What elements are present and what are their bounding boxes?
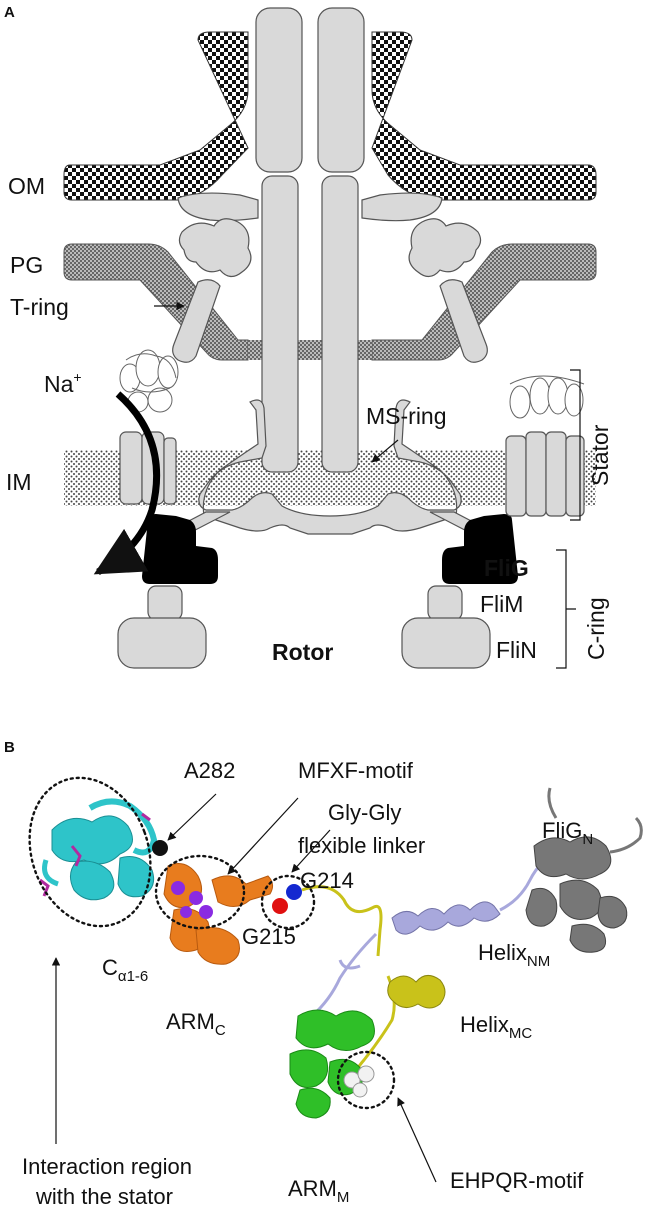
flig-label: FliG: [484, 555, 529, 581]
flig-block: [142, 514, 518, 584]
panel-b-pointers: [51, 793, 437, 1183]
flign-label: FliGN: [542, 818, 593, 848]
helix-mc-label: HelixMC: [460, 1012, 532, 1042]
outer-membrane-right: [371, 31, 597, 201]
helix-nm-label: HelixNM: [478, 940, 550, 970]
armc-label: ARMC: [166, 1009, 226, 1039]
ms-ring: [198, 399, 462, 535]
l-ring: [177, 192, 443, 222]
c-ring-label: C-ring: [583, 597, 609, 660]
armc-domain-cartoon: [163, 863, 274, 965]
helix-nm-cartoon: [391, 901, 501, 935]
panel-a-letter: A: [4, 4, 15, 21]
interaction-region-label: Interaction region: [22, 1154, 192, 1179]
flexible-linker-label: flexible linker: [298, 833, 425, 858]
armm-label: ARMM: [288, 1176, 349, 1206]
stator-label: Stator: [587, 424, 613, 486]
peptidoglycan-right: [371, 243, 597, 361]
gly-gly-label: Gly-Gly: [328, 800, 401, 825]
rod: [255, 7, 365, 473]
t-ring-label: T-ring: [10, 294, 69, 320]
ehpqr-motif-label: EHPQR-motif: [450, 1168, 584, 1193]
g215-residue: [272, 898, 288, 914]
flign-domain-cartoon: [525, 836, 628, 953]
ms-ring-pointer: [371, 439, 399, 463]
ion-label: Na+: [44, 369, 82, 397]
rotor-label: Rotor: [272, 639, 333, 665]
outer-membrane-left: [63, 31, 249, 201]
im-label: IM: [6, 469, 32, 495]
stator-right: [505, 375, 585, 517]
helix-nm-loops: [311, 932, 378, 1018]
with-the-stator-label: with the stator: [35, 1184, 173, 1209]
ion-flow-arrow: [93, 391, 161, 576]
ehpqr-motif-residues: [343, 1065, 375, 1098]
c-alpha-domain-cartoon: [42, 798, 158, 901]
om-label: OM: [8, 173, 45, 199]
ms-ring-label: MS-ring: [366, 403, 447, 429]
g214-residue: [286, 884, 302, 900]
panel-b-letter: B: [4, 739, 15, 756]
p-ring-and-t-ring: [172, 218, 488, 363]
armm-domain-cartoon: [289, 1009, 375, 1119]
a282-label: A282: [184, 758, 235, 783]
highlight-circles: [28, 776, 396, 1110]
a282-residue: [152, 840, 168, 856]
flim-flin: [117, 585, 491, 669]
pg-label: PG: [10, 252, 43, 278]
g215-label: G215: [242, 924, 296, 949]
flign-loops: [547, 787, 643, 854]
flin-label: FliN: [496, 637, 537, 663]
mfxf-motif-residues: [171, 881, 213, 919]
c-ring-bracket: [556, 549, 576, 669]
c-alpha-label: Cα1-6: [102, 955, 148, 985]
stator-bracket: [570, 369, 581, 521]
g214-label: G214: [300, 868, 354, 893]
helix-mc-cartoon: [387, 975, 446, 1009]
mfxf-motif-label: MFXF-motif: [298, 758, 414, 783]
stator-left: [119, 349, 179, 505]
gly-gly-linker: [301, 885, 383, 957]
flim-label: FliM: [480, 591, 523, 617]
